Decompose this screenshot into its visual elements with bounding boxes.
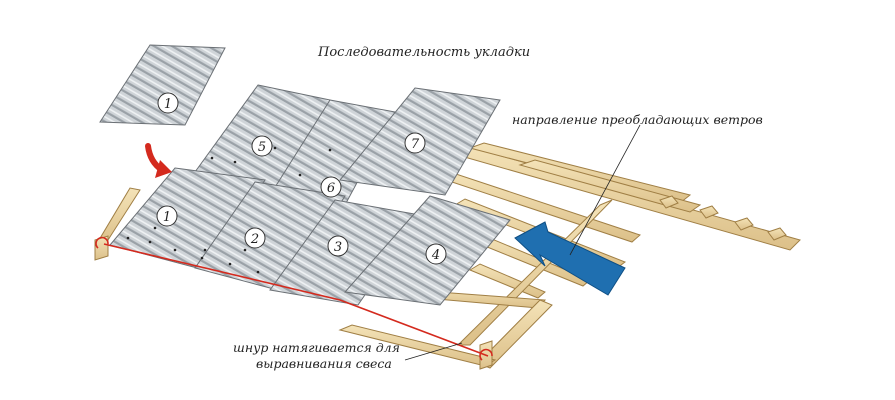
alignment-cord bbox=[95, 236, 493, 361]
svg-text:6: 6 bbox=[327, 181, 335, 196]
wind-arrow-icon bbox=[514, 221, 626, 296]
sheet-numbers: 1 5 6 7 1 2 3 4 bbox=[156, 92, 447, 265]
cord-label-line2: выравнивания свеса bbox=[256, 356, 392, 371]
badge-loose-1: 1 bbox=[157, 92, 179, 114]
sheet-loose-1 bbox=[99, 44, 226, 126]
svg-text:3: 3 bbox=[334, 240, 342, 255]
badge-1: 1 bbox=[156, 205, 178, 227]
wind-direction-label: направление преобладающих ветров bbox=[512, 112, 763, 127]
cord-label-line1: шнур натягивается для bbox=[233, 340, 400, 355]
badge-5: 5 bbox=[251, 135, 273, 157]
badge-3: 3 bbox=[327, 235, 349, 257]
curved-down-arrow-icon bbox=[145, 143, 172, 178]
batten-4 bbox=[468, 263, 546, 299]
badge-2: 2 bbox=[244, 227, 266, 249]
badge-7: 7 bbox=[404, 132, 426, 154]
badge-4: 4 bbox=[425, 243, 447, 265]
svg-text:2: 2 bbox=[250, 232, 259, 247]
rafter-lower-right bbox=[477, 299, 553, 369]
leader-lines bbox=[404, 124, 641, 361]
svg-text:7: 7 bbox=[411, 137, 420, 152]
badge-6: 6 bbox=[320, 176, 342, 198]
ridge-beam bbox=[518, 159, 702, 213]
svg-text:5: 5 bbox=[258, 140, 266, 155]
diagram-title: Последовательность укладки bbox=[317, 45, 530, 60]
eave-board bbox=[338, 324, 497, 367]
svg-text:1: 1 bbox=[164, 97, 172, 112]
svg-text:1: 1 bbox=[163, 210, 171, 225]
svg-text:4: 4 bbox=[431, 248, 440, 263]
fixing-screws bbox=[126, 146, 332, 274]
